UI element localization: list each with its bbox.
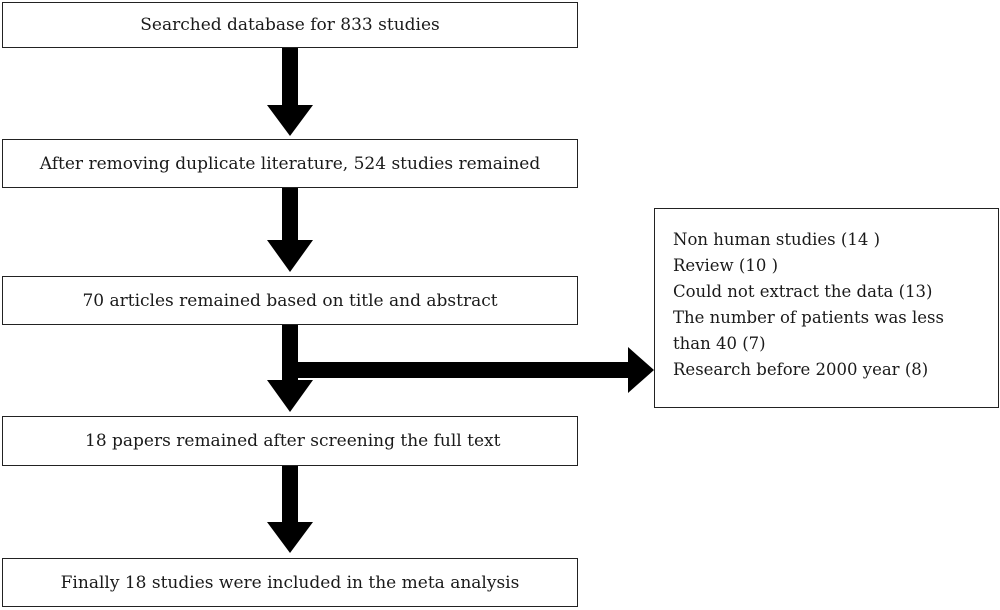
stage-included-label: Finally 18 studies were included in the … [60, 572, 520, 593]
exclusion-line: Could not extract the data (13) [673, 282, 933, 301]
exclusion-line: Review (10 ) [673, 256, 779, 275]
arrow-to-exclusions [298, 347, 654, 393]
stage-full-text-label: 18 papers remained after screening the f… [85, 431, 501, 451]
exclusion-box: Non human studies (14 ) Review (10 ) Cou… [654, 208, 999, 408]
stage-title-abstract-label: 70 articles remained based on title and … [82, 290, 498, 311]
exclusion-line: Non human studies (14 ) [673, 230, 881, 249]
stage-deduplicate: After removing duplicate literature, 524… [2, 139, 578, 188]
arrow-stage1-to-stage2 [267, 48, 313, 136]
stage-search-label: Searched database for 833 studies [140, 15, 440, 35]
stage-title-abstract: 70 articles remained based on title and … [2, 276, 578, 325]
exclusion-line: than 40 (7) [673, 334, 766, 353]
exclusion-line: Research before 2000 year (8) [673, 360, 929, 379]
exclusion-line: The number of patients was less [673, 308, 944, 327]
arrow-stage2-to-stage3 [267, 188, 313, 272]
stage-included: Finally 18 studies were included in the … [2, 558, 578, 607]
stage-search: Searched database for 833 studies [2, 2, 578, 48]
stage-full-text: 18 papers remained after screening the f… [2, 416, 578, 466]
stage-deduplicate-label: After removing duplicate literature, 524… [39, 153, 541, 174]
arrow-stage3-to-stage4 [267, 325, 313, 412]
arrow-stage4-to-stage5 [267, 466, 313, 553]
